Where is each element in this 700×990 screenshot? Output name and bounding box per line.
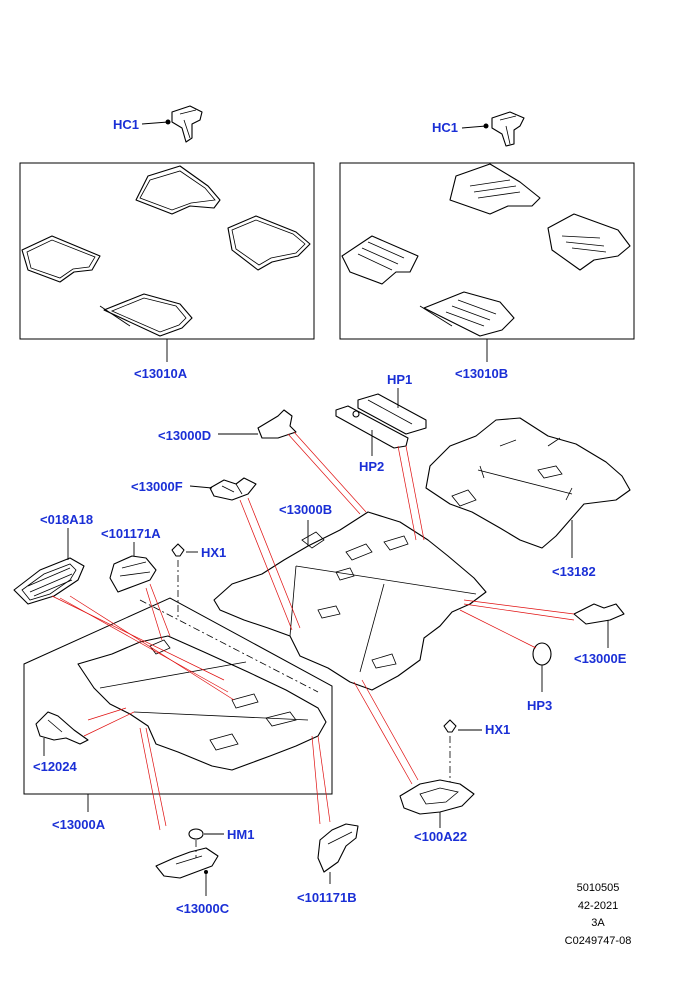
part-13000c <box>155 847 219 896</box>
label-018a18: <018A18 <box>40 512 93 527</box>
label-13000d: <13000D <box>158 428 211 443</box>
ref-line-4: C0249747-08 <box>565 935 632 947</box>
part-13000f <box>189 477 257 501</box>
label-12024: <12024 <box>33 759 78 774</box>
red-leader-lines <box>51 431 575 831</box>
label-hx1-top: HX1 <box>201 545 226 560</box>
label-13000c: <13000C <box>176 901 230 916</box>
part-101171b <box>317 823 359 884</box>
clip-hc1-right <box>461 111 525 147</box>
mats-set-b <box>339 162 635 340</box>
label-hp1: HP1 <box>387 372 412 387</box>
part-101171a <box>109 542 157 593</box>
label-13000a: <13000A <box>52 817 106 832</box>
clip-hc1-left <box>141 105 203 143</box>
ref-line-2: 42-2021 <box>578 900 618 912</box>
part-100a22 <box>399 779 475 828</box>
label-13000f: <13000F <box>131 479 183 494</box>
fastener-hx1-top <box>171 543 198 620</box>
label-13000b: <13000B <box>279 502 332 517</box>
reference-block: 5010505 42-2021 3A C0249747-08 <box>565 882 632 947</box>
ref-line-3: 3A <box>591 917 605 929</box>
part-13000a-box <box>23 597 333 795</box>
label-100a22: <100A22 <box>414 829 467 844</box>
part-018a18-grille <box>13 528 85 605</box>
part-13000b-front-carpet <box>213 511 487 691</box>
ref-line-1: 5010505 <box>577 882 620 894</box>
fastener-hx1-bottom <box>443 719 482 782</box>
part-12024 <box>35 711 89 756</box>
label-13010a: <13010A <box>134 366 188 381</box>
label-hm1: HM1 <box>227 827 254 842</box>
label-13182: <13182 <box>552 564 596 579</box>
label-101171b: <101171B <box>297 890 357 905</box>
part-13000e <box>573 603 625 648</box>
part-13000d <box>218 409 297 439</box>
mats-set-a <box>19 162 315 340</box>
part-13182-rear-floor <box>425 417 631 558</box>
label-hc1-right: HC1 <box>432 120 458 135</box>
plug-hp3 <box>532 642 552 692</box>
label-hp3: HP3 <box>527 698 552 713</box>
label-13010b: <13010B <box>455 366 508 381</box>
strip-hp1 <box>357 388 427 435</box>
label-hp2: HP2 <box>359 459 384 474</box>
label-hx1-bottom: HX1 <box>485 722 510 737</box>
label-13000e: <13000E <box>574 651 627 666</box>
fastener-hm1 <box>188 828 224 858</box>
label-101171a: <101171A <box>101 526 161 541</box>
label-hc1-left: HC1 <box>113 117 139 132</box>
